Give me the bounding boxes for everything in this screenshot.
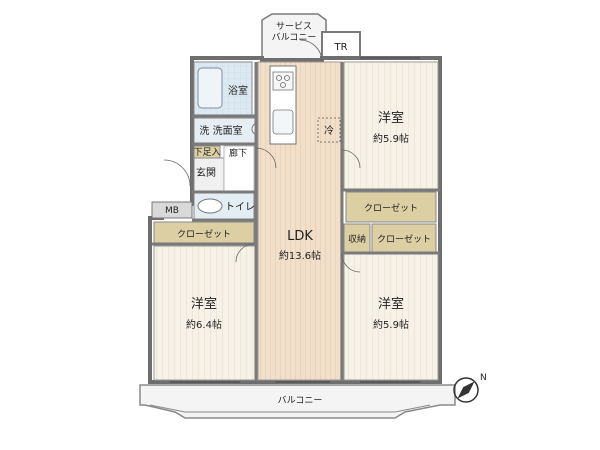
meter-box (151, 201, 193, 219)
label-meter-box: MB (165, 206, 179, 216)
refrigerator-space (317, 117, 341, 143)
label-service-balcony-2: バルコニー (272, 32, 317, 43)
storage-area (343, 223, 371, 253)
toilet-icon (197, 198, 223, 214)
label-entrance: 玄関 (196, 166, 216, 179)
closet-ne (345, 191, 437, 223)
label-storage: 収納 (348, 233, 366, 245)
windows (170, 57, 420, 383)
label-western-sw-area: 約6.4帖 (186, 318, 222, 331)
balcony (139, 384, 456, 419)
label-closet-ne: クローゼット (364, 202, 418, 214)
room-western-se (343, 253, 439, 381)
label-trunk-room: TR (333, 42, 347, 53)
label-western-ne-area: 約5.9帖 (373, 132, 409, 145)
interior-walls (152, 62, 440, 380)
label-ldk-area: 約13.6帖 (279, 249, 321, 262)
stove-icon (272, 71, 294, 91)
label-western-sw: 洋室 (191, 296, 217, 312)
label-washroom: 洗 洗面室 (199, 124, 242, 137)
label-toilet: トイレ (225, 202, 255, 213)
compass-north-label: N (480, 373, 487, 383)
label-closet-se: クローゼット (377, 233, 431, 245)
room-western-ne (343, 61, 439, 191)
label-western-se: 洋室 (378, 296, 404, 312)
label-ldk: LDK (287, 229, 313, 244)
label-service-balcony-1: サービス (276, 21, 312, 32)
label-western-ne: 洋室 (378, 110, 404, 126)
compass-icon: N (453, 373, 487, 403)
label-closet-sw: クローゼット (177, 228, 231, 240)
label-western-se-area: 約5.9帖 (373, 318, 409, 331)
door-swings (163, 39, 361, 273)
trunk-room (321, 31, 361, 61)
bathtub-icon (197, 67, 223, 109)
closet-se (371, 223, 437, 253)
label-shoe-storage: 下足入 (193, 147, 220, 158)
label-balcony: バルコニー (278, 395, 323, 406)
label-hallway: 廊下 (229, 147, 247, 159)
sink-icon (272, 109, 294, 135)
label-bath: 浴室 (228, 84, 248, 97)
room-western-sw (153, 245, 257, 381)
label-refrigerator: 冷 (324, 124, 334, 137)
